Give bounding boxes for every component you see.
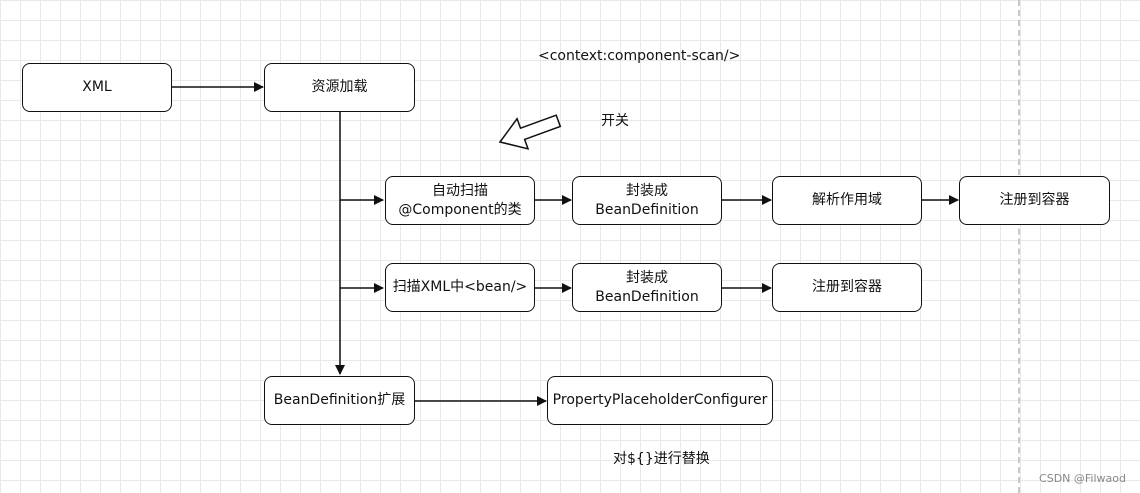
node-xml[interactable]: XML: [22, 63, 172, 112]
label-replace-placeholder: 对${}进行替换: [613, 451, 710, 467]
block-arrow-icon: [498, 114, 562, 150]
node-auto-scan[interactable]: 自动扫描 @Component的类: [385, 176, 535, 225]
label-component-scan: <context:component-scan/>: [538, 48, 741, 64]
node-parse-scope[interactable]: 解析作用域: [772, 176, 922, 225]
node-scan-xml-bean[interactable]: 扫描XML中<bean/>: [385, 263, 535, 312]
node-resource-load[interactable]: 资源加载: [264, 63, 415, 112]
node-wrap-bean-definition-1[interactable]: 封装成BeanDefinition: [572, 176, 722, 225]
watermark: CSDN @Filwaod: [1039, 472, 1126, 485]
node-property-placeholder-configurer[interactable]: PropertyPlaceholderConfigurer: [547, 376, 773, 425]
node-register-container-2[interactable]: 注册到容器: [772, 263, 922, 312]
label-switch: 开关: [601, 113, 629, 129]
node-wrap-bean-definition-2[interactable]: 封装成BeanDefinition: [572, 263, 722, 312]
node-register-container-1[interactable]: 注册到容器: [959, 176, 1110, 225]
node-bean-definition-extension[interactable]: BeanDefinition扩展: [264, 376, 415, 425]
dashed-divider: [1018, 0, 1020, 493]
